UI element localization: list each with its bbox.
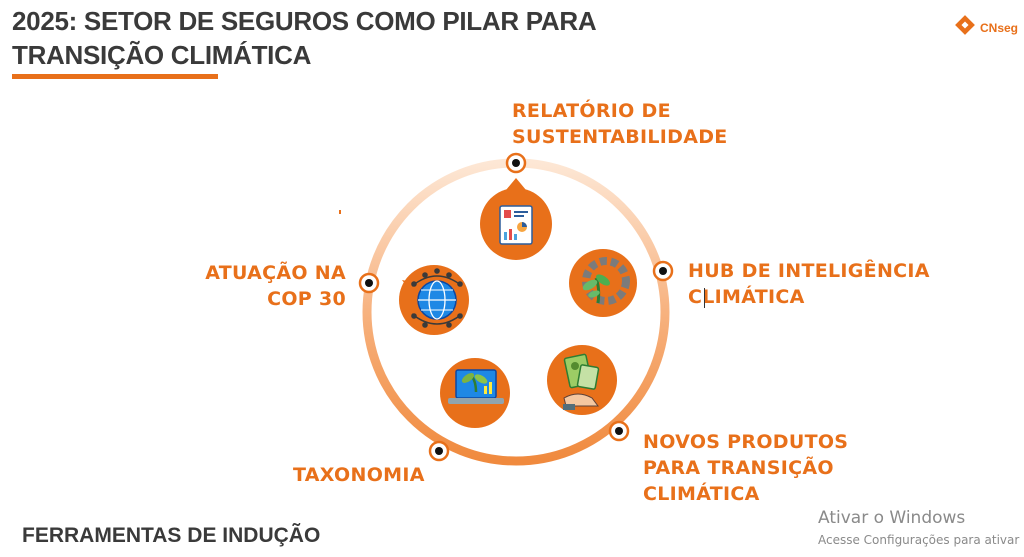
text-cursor <box>704 288 705 308</box>
label-hub-inteligencia-climatica: HUB DE INTELIGÊNCIA CLIMÁTICA <box>688 258 930 310</box>
label-line: NOVOS PRODUTOS <box>643 431 849 453</box>
label-line: CLIMÁTICA <box>643 483 760 505</box>
label-line: SUSTENTABILIDADE <box>512 126 728 148</box>
label-relatorio-sustentabilidade: RELATÓRIO DE SUSTENTABILIDADE <box>512 98 728 150</box>
label-line: ATUAÇÃO NA <box>205 262 346 284</box>
label-novos-produtos: NOVOS PRODUTOS PARA TRANSIÇÃO CLIMÁTICA <box>643 429 848 507</box>
label-line: PARA TRANSIÇÃO <box>643 457 834 479</box>
label-taxonomia: TAXONOMIA <box>293 462 425 488</box>
connector-dot-taxonomia <box>428 440 450 462</box>
title-line-2: TRANSIÇÃO CLIMÁTICA <box>12 40 312 70</box>
cnseg-logo-text: CNseg <box>980 21 1019 35</box>
title-underline <box>12 74 218 79</box>
connector-dot-hub <box>652 260 674 282</box>
label-line: HUB DE INTELIGÊNCIA <box>688 260 930 282</box>
windows-activation-title: Ativar o Windows <box>818 508 966 528</box>
label-line: RELATÓRIO DE <box>512 100 671 122</box>
label-line: TAXONOMIA <box>293 464 425 486</box>
gear-plant-icon <box>569 249 637 317</box>
hand-green-product-icon <box>547 345 617 415</box>
page-title: 2025: SETOR DE SEGUROS COMO PILAR PARA T… <box>12 4 597 72</box>
title-line-1: 2025: SETOR DE SEGUROS COMO PILAR PARA <box>12 6 597 36</box>
cnseg-logo-icon <box>955 15 975 35</box>
footer-caption: FERRAMENTAS DE INDUÇÃO <box>22 524 321 547</box>
connector-dot-cop <box>358 272 380 294</box>
report-document-icon <box>480 178 552 260</box>
connector-dot-novos <box>608 420 630 442</box>
label-line: COP 30 <box>267 288 346 310</box>
windows-activation-subtitle: Acesse Configurações para ativar <box>818 533 1020 547</box>
connector-dot-relatorio <box>505 152 527 174</box>
laptop-plant-icon <box>440 358 510 428</box>
label-line: CLIMÁTICA <box>688 286 805 308</box>
globe-network-icon <box>399 265 469 335</box>
label-atuacao-cop30: ATUAÇÃO NA COP 30 <box>200 260 346 312</box>
decorative-mark <box>339 210 341 214</box>
